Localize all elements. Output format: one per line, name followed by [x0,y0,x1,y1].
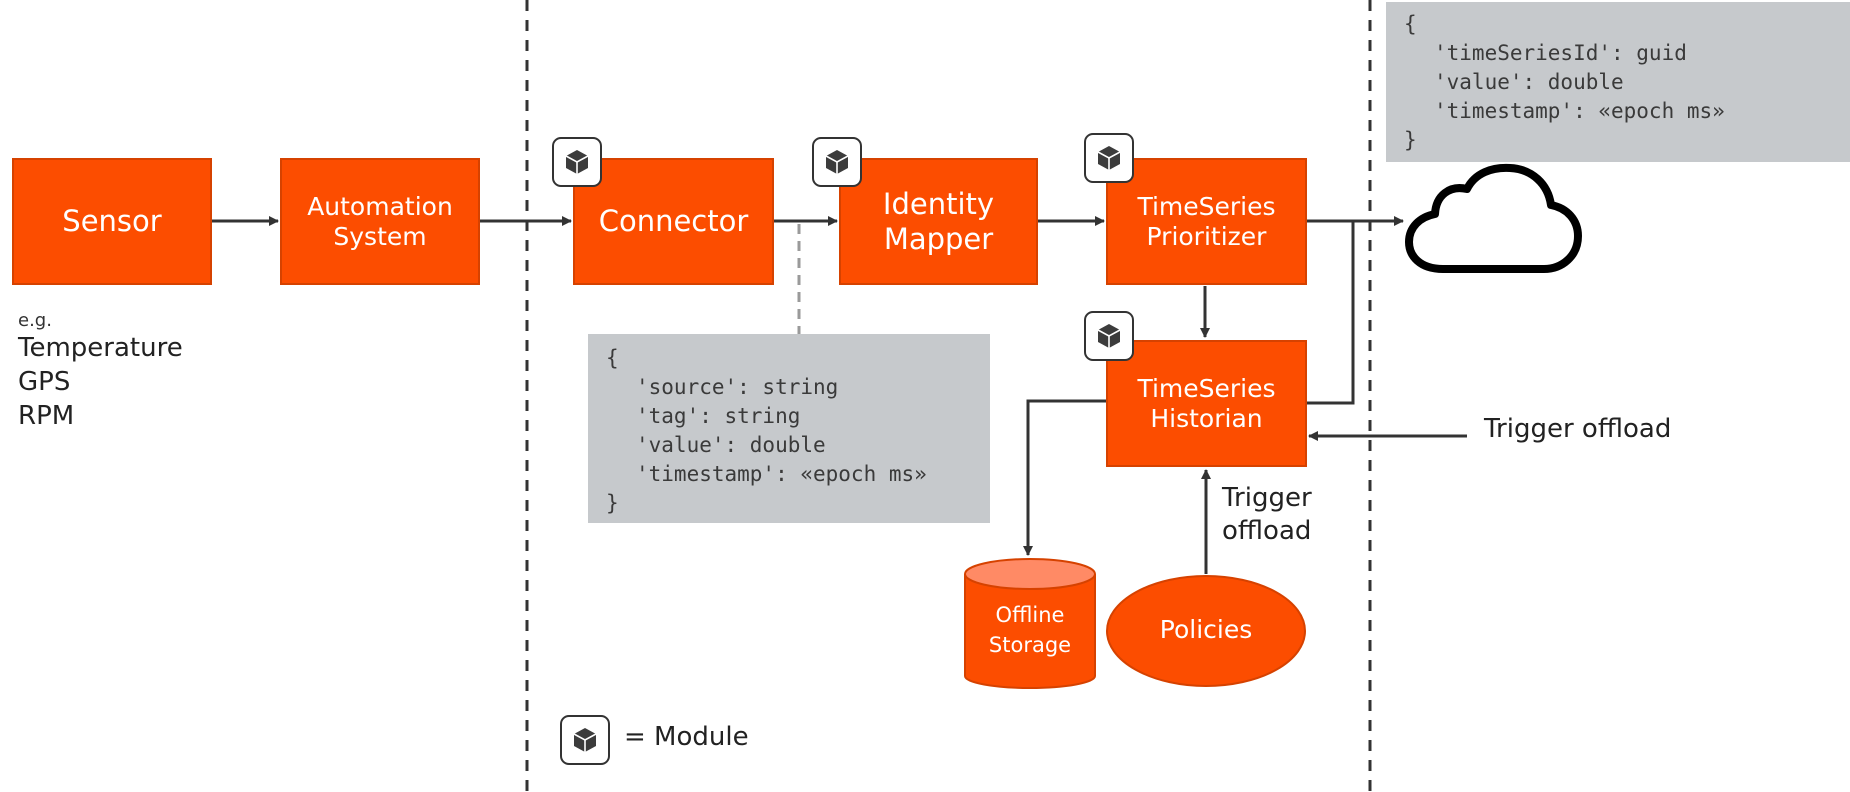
trigger-offload-policies-label: Trigger offload [1222,483,1312,546]
cube-icon [573,728,597,752]
identity-mapper-node: Identity Mapper [839,158,1038,285]
sensor-examples: e.g. Temperature GPS RPM [18,310,183,433]
sensor-node: Sensor [12,158,212,285]
schema-line: } [606,491,619,515]
offline-storage-cylinder [964,558,1096,689]
schema-line: { [1404,12,1417,36]
examples-prefix: e.g. [18,310,52,331]
example-gps: GPS [18,367,71,397]
timeseries-historian-label: TimeSeries Historian [1137,373,1276,433]
timeseries-prioritizer-label: TimeSeries Prioritizer [1137,191,1276,251]
schema-line: } [1404,128,1417,152]
policies-label: Policies [1159,615,1253,644]
automation-system-node: Automation System [280,158,480,285]
connector-label: Connector [598,204,749,239]
automation-system-label: Automation System [307,191,453,251]
prioritizer-module-icon [1084,133,1134,183]
schema-line: 'tag': string [636,404,801,428]
sensor-label: Sensor [62,204,162,239]
line-historian-to-cloud [1306,221,1355,405]
trigger-offload-right-label: Trigger offload [1484,414,1672,444]
policies-ellipse [1106,575,1306,687]
timeseries-prioritizer-node: TimeSeries Prioritizer [1106,158,1307,285]
timeseries-historian-node: TimeSeries Historian [1106,340,1307,467]
identity-mapper-label: Identity Mapper [882,186,995,256]
cloud-schema-block: { 'timeSeriesId': guid 'value': double '… [1386,2,1850,162]
schema-line: 'value': double [1434,70,1624,94]
schema-line: 'value': double [636,433,826,457]
example-rpm: RPM [18,401,75,431]
offline-storage-label: Offline Storage [988,603,1072,657]
identity-mapper-module-icon [812,137,862,187]
schema-line: 'source': string [636,375,839,399]
legend-text: = Module [624,722,749,752]
schema-line: 'timeSeriesId': guid [1434,41,1687,65]
schema-line: 'timestamp': «epoch ms» [636,462,927,486]
connector-module-icon [552,137,602,187]
cube-icon [565,150,589,174]
schema-line: { [606,346,619,370]
connector-schema-block: { 'source': string 'tag': string 'value'… [588,334,990,523]
connector-node: Connector [573,158,774,285]
cloud-icon [1405,163,1582,273]
cube-icon [1097,146,1121,170]
example-temperature: Temperature [18,333,183,363]
arrow-historian-storage [1023,399,1106,556]
cube-icon [1097,324,1121,348]
historian-module-icon [1084,311,1134,361]
schema-line: 'timestamp': «epoch ms» [1434,99,1725,123]
legend-module-icon [560,715,610,765]
cube-icon [825,150,849,174]
